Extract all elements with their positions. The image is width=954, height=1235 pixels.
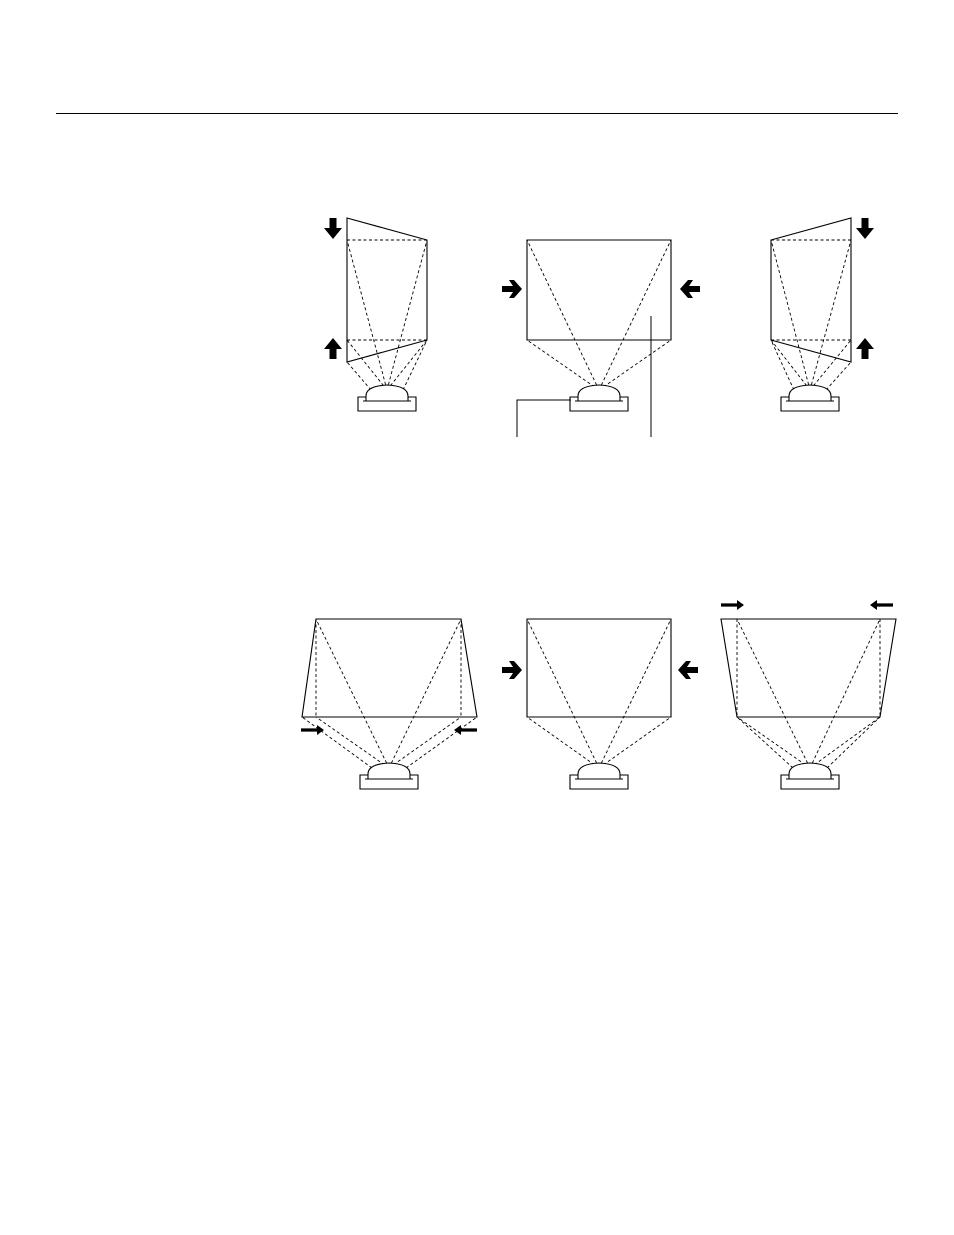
arrow-right-icon	[502, 661, 522, 679]
projector-callout-line	[517, 400, 571, 437]
panel-keystone-bottom-wide	[301, 619, 477, 789]
projector-icon	[360, 763, 418, 789]
arrow-left-icon	[678, 661, 698, 679]
panel-keystone-right	[771, 218, 874, 411]
arrow-up-icon	[324, 338, 342, 359]
arrow-down-icon	[324, 218, 342, 239]
arrow-right-icon	[301, 725, 324, 735]
panel-corrected-center	[502, 619, 698, 789]
arrow-left-icon	[870, 600, 893, 610]
projector-icon	[570, 385, 628, 411]
panel-corrected-center	[502, 240, 700, 437]
projector-icon	[781, 763, 839, 789]
projector-icon	[781, 385, 839, 411]
arrow-right-icon	[502, 280, 522, 298]
panel-keystone-left	[324, 218, 427, 411]
panel-keystone-top-wide	[721, 600, 896, 789]
arrow-down-icon	[856, 218, 874, 239]
arrow-right-icon	[721, 600, 744, 610]
projector-icon	[358, 385, 416, 411]
arrow-up-icon	[856, 338, 874, 359]
arrow-left-icon	[454, 725, 477, 735]
arrow-left-icon	[680, 280, 700, 298]
projector-icon	[570, 763, 628, 789]
